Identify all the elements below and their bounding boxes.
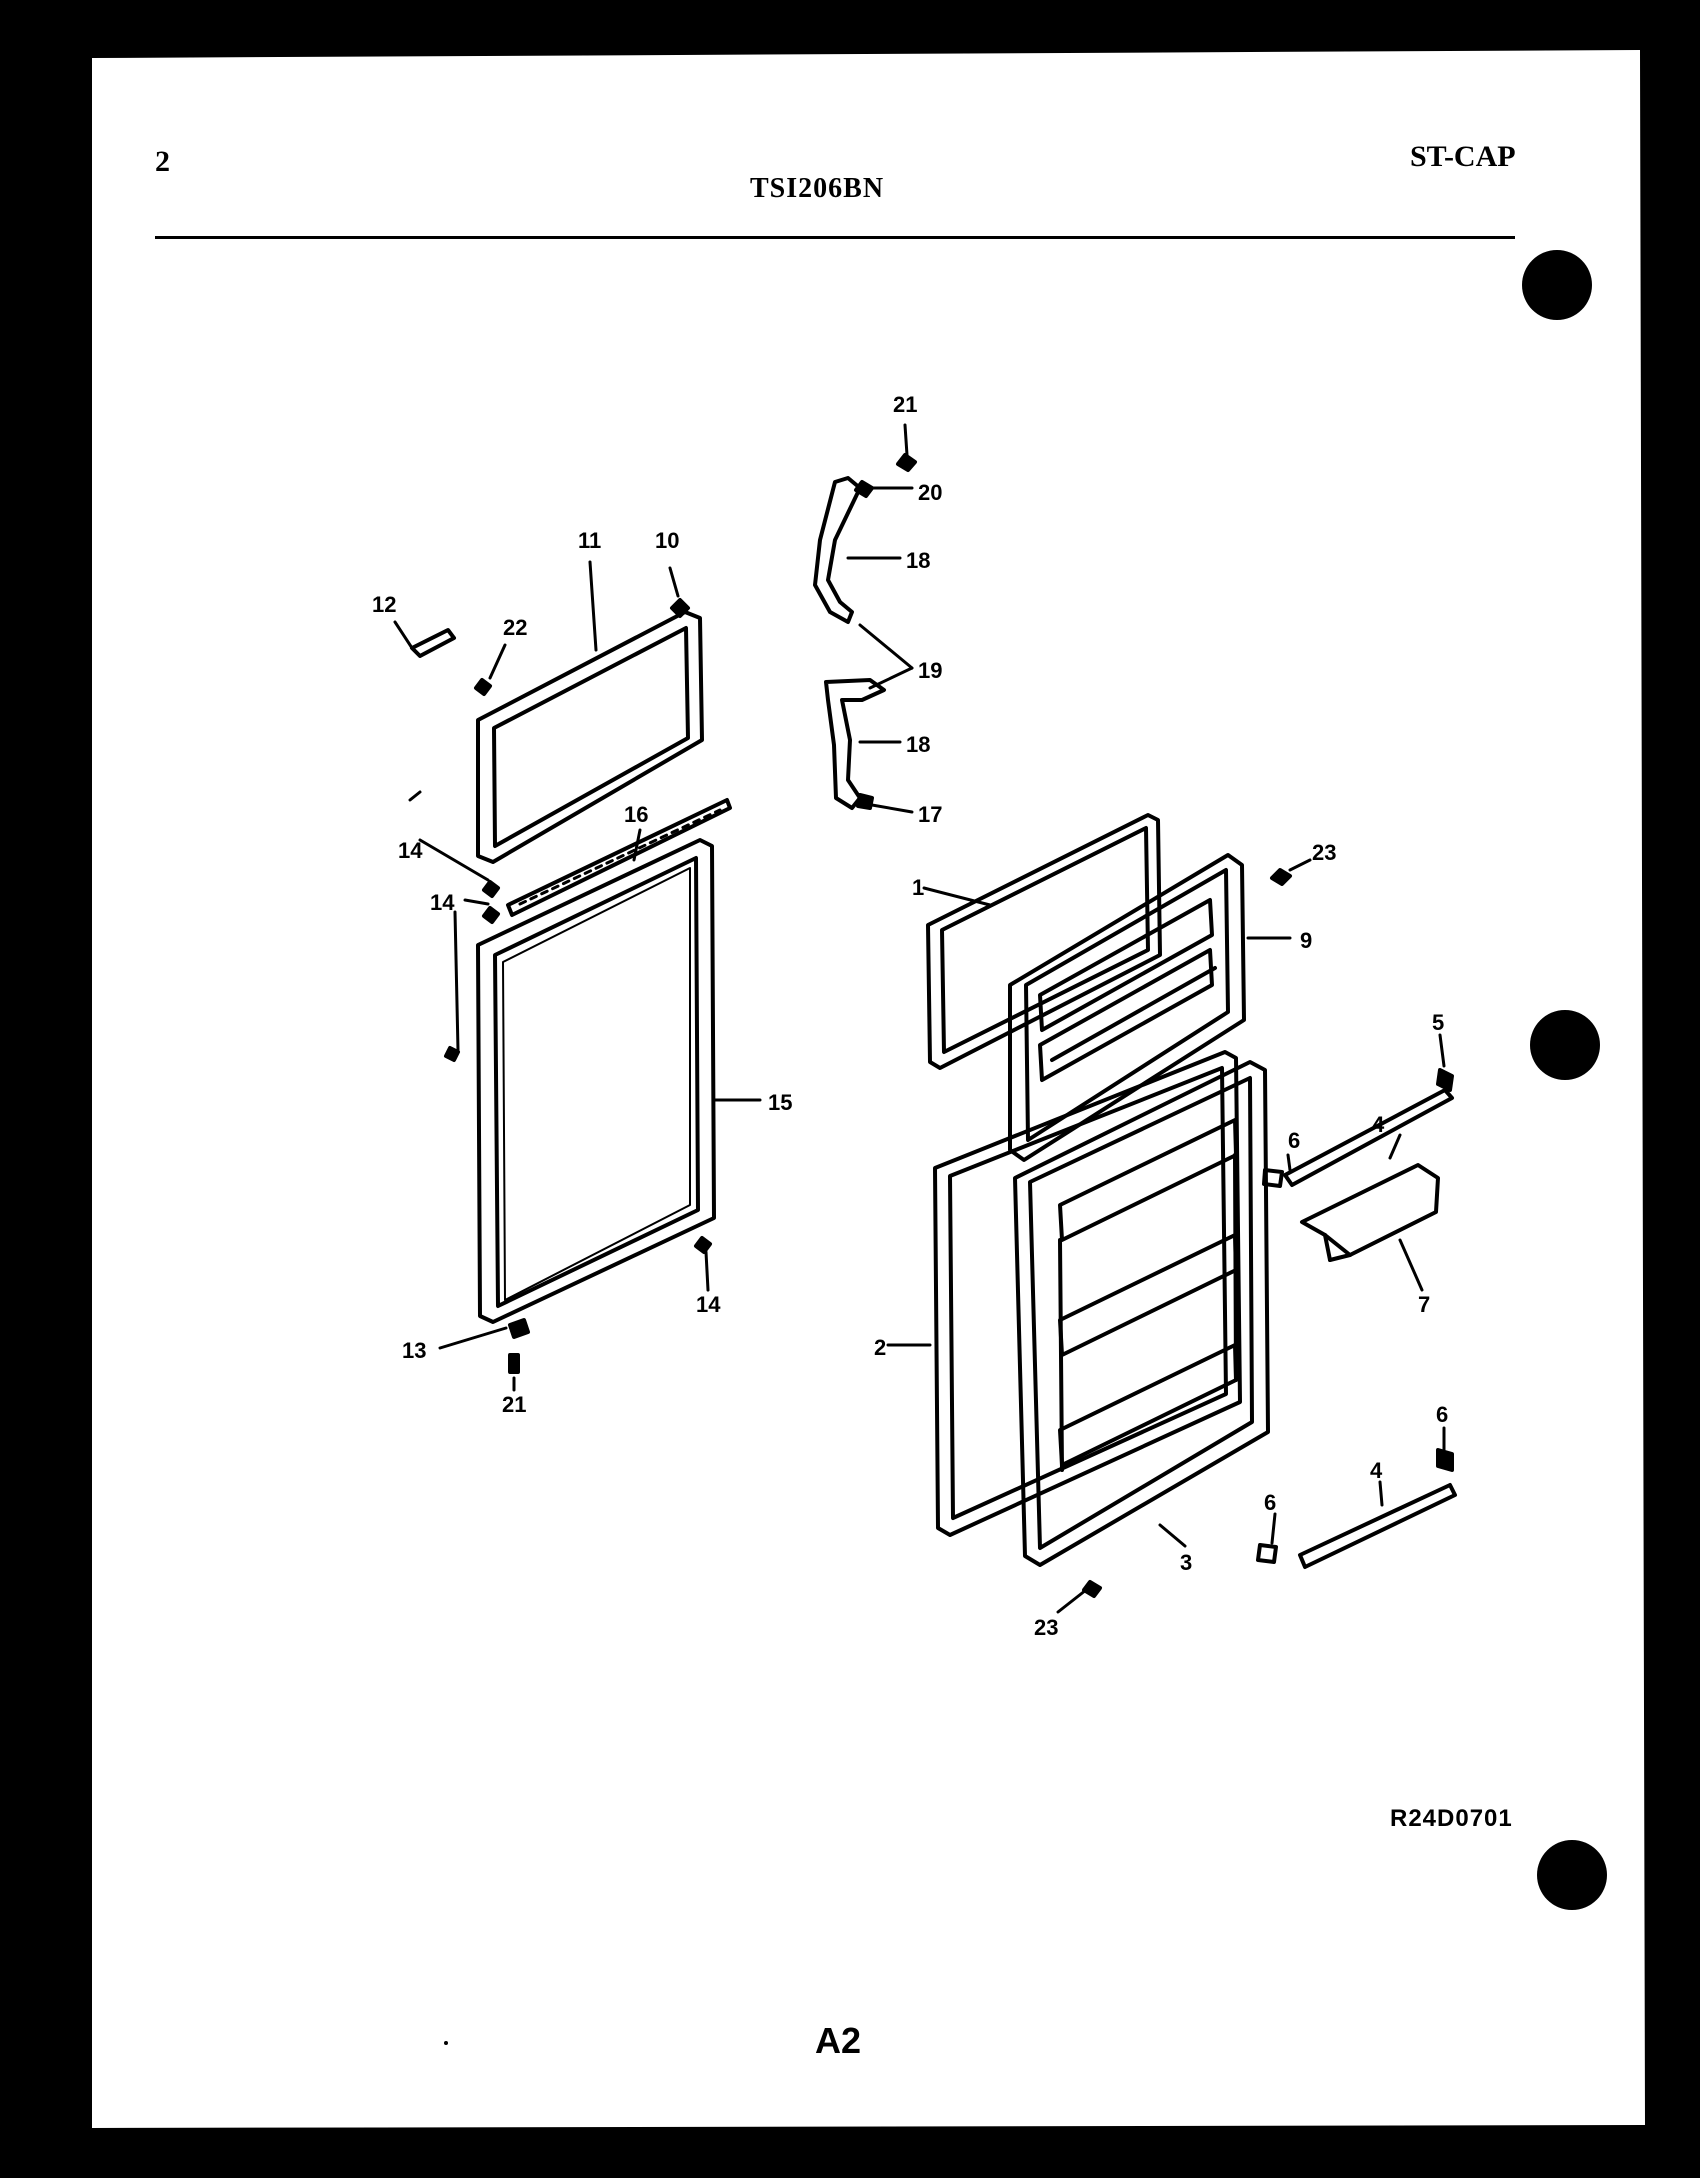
callout-16: 16 <box>624 802 648 827</box>
binder-hole-middle <box>1530 1010 1600 1080</box>
page-number: 2 <box>155 145 170 178</box>
callout-22: 22 <box>503 615 527 640</box>
diagram-reference-code: R24D0701 <box>1390 1805 1513 1832</box>
part-16-gasket-strip <box>506 798 732 917</box>
callout-1: 1 <box>912 875 924 900</box>
part-18-handle-upper <box>813 476 862 624</box>
part-11-freezer-door-frame <box>476 610 704 864</box>
part-6-rail-end-lower-right <box>1436 1448 1454 1472</box>
page-code: A2 <box>815 2020 862 2061</box>
brand-code: ST-CAP <box>1410 140 1516 173</box>
part-15-fresh-food-door-frame <box>476 838 716 1324</box>
callout-2: 2 <box>874 1335 886 1360</box>
part-13-bushing <box>508 1318 530 1339</box>
part-20-end-cap <box>854 480 874 498</box>
binder-hole-top <box>1522 250 1592 320</box>
part-4-shelf-rail-upper <box>1283 1088 1454 1187</box>
part-9-freezer-door-liner <box>1008 853 1246 1162</box>
model-number: TSI206BN <box>750 173 885 204</box>
callout-18-lower: 18 <box>906 732 930 757</box>
callout-17: 17 <box>918 802 942 827</box>
callout-6-lower-right: 6 <box>1436 1402 1448 1427</box>
callout-9: 9 <box>1300 928 1312 953</box>
callout-4-lower: 4 <box>1370 1458 1383 1483</box>
callout-3: 3 <box>1180 1550 1192 1575</box>
part-5-rail-end <box>1436 1068 1454 1092</box>
callout-23-lower: 23 <box>1034 1615 1058 1640</box>
part-22-screw <box>474 678 492 696</box>
callout-14-middle: 14 <box>430 890 455 915</box>
callout-14-upper: 14 <box>398 838 423 863</box>
part-4-shelf-rail-lower <box>1298 1483 1457 1569</box>
callout-18-upper: 18 <box>906 548 930 573</box>
part-10-screw <box>670 598 690 618</box>
part-2-fresh-food-gasket <box>933 1050 1242 1537</box>
callout-13: 13 <box>402 1338 426 1363</box>
callout-12: 12 <box>372 592 396 617</box>
callout-20: 20 <box>918 480 942 505</box>
header-rule <box>155 236 1515 239</box>
callout-4-upper: 4 <box>1372 1112 1385 1137</box>
callout-21-top: 21 <box>893 392 917 417</box>
part-23-screw-lower <box>1082 1580 1102 1598</box>
callout-11: 11 <box>578 528 601 553</box>
callout-21-bottom: 21 <box>502 1392 526 1417</box>
callout-10: 10 <box>655 528 679 553</box>
part-23-screw-upper <box>1270 868 1292 886</box>
binder-hole-bottom <box>1537 1840 1607 1910</box>
callout-6-lower-left: 6 <box>1264 1490 1276 1515</box>
callout-19: 19 <box>918 658 942 683</box>
part-7-dairy-bin <box>1300 1163 1440 1262</box>
part-12-hinge-cover <box>410 628 456 658</box>
part-6-rail-end-upper <box>1262 1168 1284 1188</box>
part-14-door-stop <box>453 910 460 1052</box>
callout-7: 7 <box>1418 1292 1430 1317</box>
callout-15: 15 <box>768 1090 792 1115</box>
callout-5: 5 <box>1432 1010 1444 1035</box>
part-1-freezer-gasket <box>926 813 1162 1070</box>
part-3-fresh-food-door-liner <box>1013 1060 1270 1567</box>
callout-14-lower: 14 <box>696 1292 721 1317</box>
callout-6-upper: 6 <box>1288 1128 1300 1153</box>
part-21-screw-bottom <box>508 1353 520 1374</box>
part-18-handle-lower <box>824 678 886 810</box>
part-21-screw-top <box>896 453 917 472</box>
part-6-rail-end-lower-left <box>1256 1543 1278 1564</box>
part-17-end-cap <box>856 793 874 810</box>
callout-23-upper: 23 <box>1312 840 1336 865</box>
